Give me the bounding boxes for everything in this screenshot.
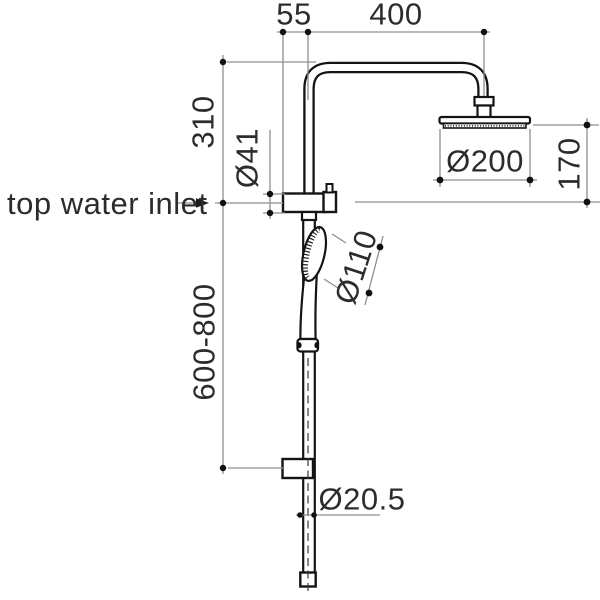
dim-dot [583,121,591,129]
hose-nut-right-pin [314,342,320,349]
top-water-inlet-label: top water inlet [7,186,208,221]
dim-label-600-800: 600-800 [187,283,222,400]
arm-connector-nut [473,95,495,107]
dim-label-o200: Ø200 [446,144,524,179]
handshower-spray-hatch [301,225,321,283]
dim-dot [376,243,384,251]
dim-label-170: 170 [552,137,587,190]
riser-pipe-core [305,64,487,197]
dim-dot [365,289,373,297]
o110-tick-bottom [323,278,339,289]
rail-collar [300,210,318,222]
dim-dot [304,28,312,36]
hose-nut-left-pin [297,342,302,349]
dim-dot [266,190,274,198]
dim-label-400: 400 [369,0,422,32]
inlet-block-right [322,190,338,214]
dimension-labels: 55 400 310 Ø41 Ø200 170 Ø110 600-800 Ø20… [7,0,587,517]
overhead-shower-plate [438,115,532,125]
dim-label-o110: Ø110 [328,226,385,309]
overhead-shower-face [442,122,527,129]
inlet-block [281,192,327,214]
inlet-arrow-icon [196,198,209,208]
dim-dot [266,209,274,217]
dim-dot [297,512,303,518]
o110-tick-top [331,233,347,244]
dim-label-55: 55 [276,0,311,32]
dim-label-o41: Ø41 [230,128,265,188]
dim-label-310: 310 [186,95,221,148]
inlet-nub [325,183,334,194]
dim-dot [279,28,287,36]
dim-dot [480,28,488,36]
dim-label-o205: Ø20.5 [319,482,406,517]
dim-dot [311,512,317,518]
dim-dot [436,176,444,184]
handshower-head-group [300,225,328,283]
dim-dot [219,58,227,66]
arm-base [476,104,492,119]
dim-dot [583,198,591,206]
dim-dot [526,176,534,184]
dim-dot [219,199,227,207]
dim-dot [219,464,227,472]
dimension-lines [177,28,600,518]
